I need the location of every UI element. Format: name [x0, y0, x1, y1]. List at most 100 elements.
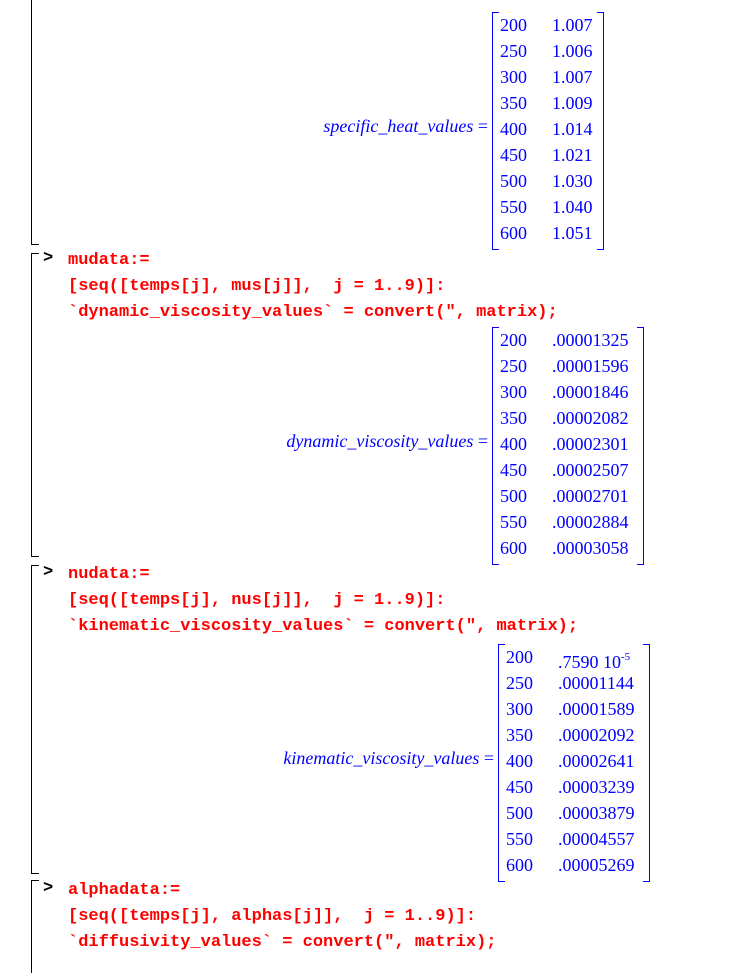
value-cell: .00001846	[552, 379, 629, 405]
left-bracket	[492, 327, 499, 565]
temperature-cell: 200	[500, 330, 527, 350]
left-bracket	[492, 12, 499, 250]
value-cell: .00001596	[552, 353, 629, 379]
prompt-marker: >	[43, 563, 54, 582]
temperature-cell: 550	[506, 829, 533, 849]
value-cell: .00003239	[558, 774, 635, 800]
value-text: 1.051	[552, 223, 593, 243]
value-text: 1.006	[552, 41, 593, 61]
value-cell: .00001589	[558, 696, 635, 722]
value-cell: .00003058	[552, 535, 629, 561]
value-text: .00002701	[552, 486, 629, 506]
value-cell: .00001325	[552, 327, 629, 353]
equals-sign: =	[473, 116, 488, 136]
temperature-cell: 600	[500, 538, 527, 558]
temperature-cell: 400	[500, 434, 527, 454]
value-text: .00003879	[558, 803, 635, 823]
equals-sign: =	[473, 431, 488, 451]
output-label: specific_heat_values =	[323, 116, 488, 137]
value-text: .00001589	[558, 699, 635, 719]
input-region[interactable]: alphadata:= [seq([temps[j], alphas[j]], j…	[68, 878, 496, 956]
temperature-cell: 200	[506, 647, 533, 667]
execution-group-nudata	[31, 565, 39, 874]
temperature-cell: 450	[506, 777, 533, 797]
value-text: 1.021	[552, 145, 593, 165]
value-cell: .00002884	[552, 509, 629, 535]
temperature-cell: 300	[500, 67, 527, 87]
matrix-name: specific_heat_values	[323, 116, 474, 136]
temperature-cell: 600	[500, 223, 527, 243]
value-text: .00002507	[552, 460, 629, 480]
code-line: mudata:=	[68, 251, 150, 270]
value-cell: 1.030	[552, 168, 593, 194]
value-cell: .00002507	[552, 457, 629, 483]
value-text: 1.014	[552, 119, 593, 139]
equals-sign: =	[479, 748, 494, 768]
input-region[interactable]: mudata:= [seq([temps[j], mus[j]], j = 1..…	[68, 248, 558, 326]
value-text: .00002082	[552, 408, 629, 428]
right-bracket	[643, 644, 650, 882]
temperature-cell: 500	[500, 171, 527, 191]
temperature-cell: 500	[506, 803, 533, 823]
left-bracket	[498, 644, 505, 882]
value-cell: .00001144	[558, 670, 634, 696]
code-line: `diffusivity_values` = convert(", matrix…	[68, 933, 497, 952]
value-cell: 1.007	[552, 64, 593, 90]
code-line: alphadata:=	[68, 881, 181, 900]
code-line: [seq([temps[j], mus[j]], j = 1..9)]:	[68, 277, 446, 296]
value-cell: .7590 10-5	[558, 644, 630, 675]
output-label: kinematic_viscosity_values =	[283, 748, 494, 769]
value-cell: 1.014	[552, 116, 593, 142]
value-text: 1.007	[552, 67, 593, 87]
execution-group-specific-heat	[31, 0, 39, 245]
value-text: .00002884	[552, 512, 629, 532]
value-cell: .00005269	[558, 852, 635, 878]
temperature-cell: 400	[506, 751, 533, 771]
value-text: .00003239	[558, 777, 635, 797]
value-text: .00001144	[558, 673, 634, 693]
value-cell: .00002082	[552, 405, 629, 431]
right-bracket	[597, 12, 604, 250]
value-cell: .00003879	[558, 800, 635, 826]
value-text: .00004557	[558, 829, 635, 849]
input-region[interactable]: nudata:=[seq([temps[j], nus[j]], j = 1..…	[68, 562, 578, 640]
output-label: dynamic_viscosity_values =	[286, 431, 488, 452]
code-line: `kinematic_viscosity_values` = convert("…	[68, 617, 579, 636]
value-cell: .00002641	[558, 748, 635, 774]
temperature-cell: 450	[500, 460, 527, 480]
code-line: [seq([temps[j], alphas[j]], j = 1..9)]:	[68, 907, 477, 926]
value-cell: 1.006	[552, 38, 593, 64]
value-text: 1.009	[552, 93, 593, 113]
value-text: .00003058	[552, 538, 629, 558]
value-text: .7590 10	[558, 652, 621, 672]
value-cell: .00002701	[552, 483, 629, 509]
temperature-cell: 400	[500, 119, 527, 139]
value-text: .00002301	[552, 434, 629, 454]
matrix-name: kinematic_viscosity_values	[283, 748, 480, 768]
code-line: nudata:=	[68, 565, 150, 584]
execution-group-alphadata	[31, 880, 39, 973]
code-line: `dynamic_viscosity_values` = convert(", …	[68, 303, 558, 322]
temperature-cell: 300	[500, 382, 527, 402]
execution-group-mudata	[31, 253, 39, 557]
temperature-cell: 450	[500, 145, 527, 165]
value-text: .00002641	[558, 751, 635, 771]
value-text: .00001846	[552, 382, 629, 402]
value-cell: .00002092	[558, 722, 635, 748]
value-cell: 1.007	[552, 12, 593, 38]
value-cell: 1.040	[552, 194, 593, 220]
value-text: .00001325	[552, 330, 629, 350]
right-bracket	[637, 327, 644, 565]
exponent: -5	[621, 651, 631, 663]
value-text: .00001596	[552, 356, 629, 376]
temperature-cell: 350	[500, 93, 527, 113]
temperature-cell: 300	[506, 699, 533, 719]
temperature-cell: 200	[500, 15, 527, 35]
temperature-cell: 600	[506, 855, 533, 875]
temperature-cell: 250	[500, 356, 527, 376]
temperature-cell: 250	[506, 673, 533, 693]
temperature-cell: 550	[500, 512, 527, 532]
